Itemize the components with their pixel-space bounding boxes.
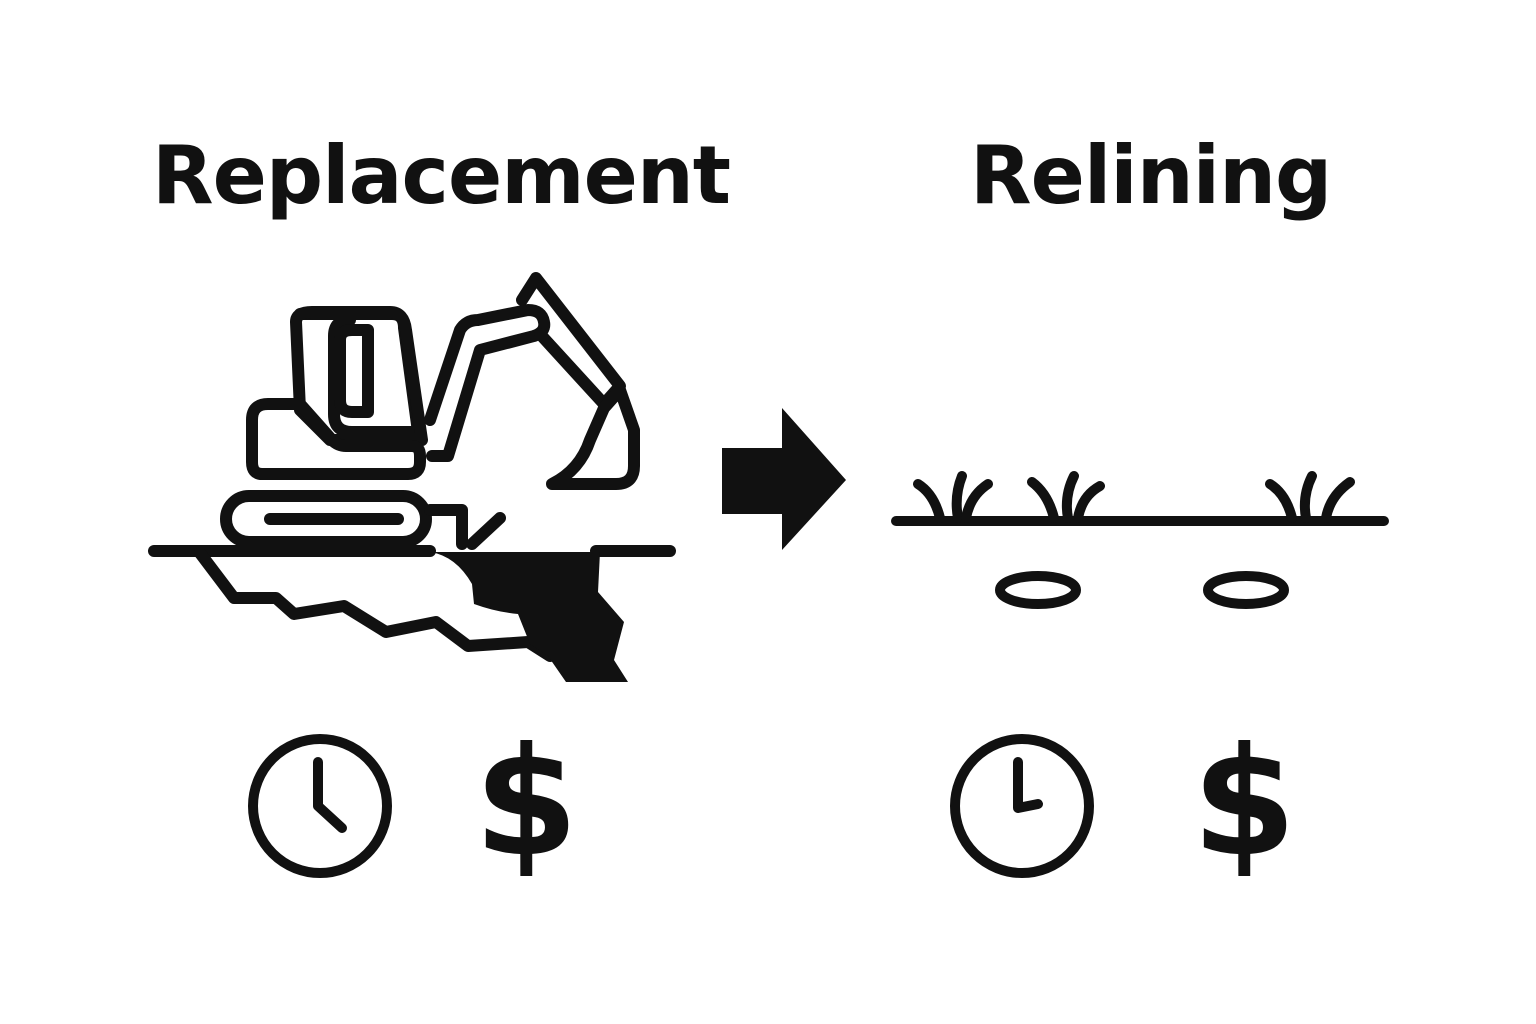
- grass-tuft: [913, 471, 993, 523]
- access-hole: [1203, 571, 1289, 609]
- relining-title: Relining: [970, 129, 1332, 222]
- dollar-sign-icon: $: [1192, 716, 1297, 890]
- dollar-sign-icon: $: [474, 716, 579, 890]
- excavator-window: [334, 324, 374, 418]
- excavator-blade: [424, 504, 506, 550]
- dug-earth-pile: [430, 552, 628, 682]
- arrow-right-icon: [722, 408, 846, 550]
- excavator-track: [220, 490, 432, 548]
- clock-icon: [248, 734, 392, 878]
- excavator-bucket: [546, 384, 640, 490]
- access-hole: [995, 571, 1081, 609]
- trench-outline: [194, 547, 556, 662]
- excavator-cab-outline: [290, 306, 428, 446]
- clock-icon: [950, 734, 1094, 878]
- grass-tuft: [1265, 471, 1355, 523]
- excavator-body: [246, 398, 426, 480]
- grass-tuft: [1027, 471, 1105, 523]
- replacement-title: Replacement: [152, 129, 731, 222]
